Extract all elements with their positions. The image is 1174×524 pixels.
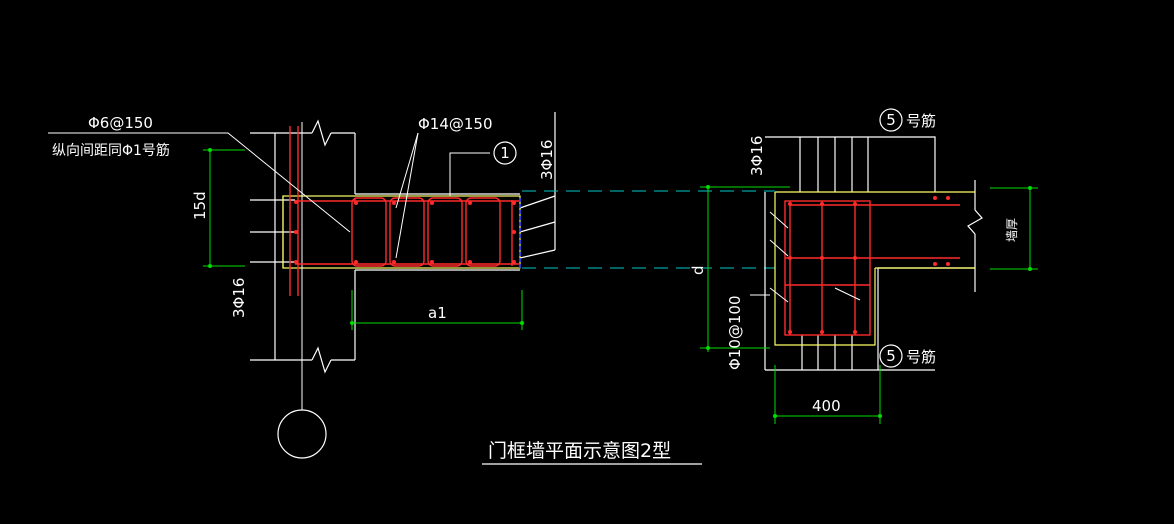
bottom-bars-left-label: 3Φ16 [230,278,248,318]
bar5-top-text: 号筋 [906,112,936,130]
stirrup-spec-label: Φ6@150 [88,114,153,132]
right-rebars [784,200,960,336]
bar5-bottom-number: 5 [886,347,896,365]
dim-400-label: 400 [812,397,841,415]
dim-ticks-left [208,148,524,325]
dims-right [700,186,1038,424]
drawing-title: 门框墙平面示意图2型 [488,440,671,462]
wall-outline [355,112,556,271]
right-hooks [750,211,861,303]
rebar-dots-left [294,200,516,264]
axis-bubble [277,409,327,459]
dim-ticks-right [706,185,1032,418]
right-rebar-dots [788,196,950,334]
axis-dashes [522,190,775,269]
right-detail [700,108,1038,424]
bar5-top-circle [879,108,903,132]
top-bars-right-label: 3Φ16 [748,136,766,176]
leaders-left [48,132,490,259]
wall-stirrups [351,197,513,267]
column-vertical-bars [289,126,299,296]
wall-horizontal-bars [295,199,520,265]
column-outline [250,119,356,374]
dim-d-label: d [689,265,707,275]
bar-callout-circle [493,141,517,165]
anchor-length-label: 15d [191,191,209,220]
bar-spacing-label: Φ14@150 [418,115,493,133]
bar-callout-number: 1 [500,144,510,162]
stirrup-note-label: 纵向间距同Φ1号筋 [52,142,170,159]
dim-a1-label: a1 [428,304,447,322]
dims-left [203,149,523,330]
stirrup-right-label: Φ10@100 [726,295,744,370]
right-concrete-edge [774,191,975,346]
bar5-bottom-circle [879,344,903,368]
right-outline [764,136,983,371]
left-detail [48,112,556,459]
bar5-bottom-text: 号筋 [906,348,936,366]
top-bars-left-label: 3Φ16 [538,140,556,180]
wall-thickness-label: 墙厚 [1005,218,1019,242]
bar5-top-number: 5 [886,111,896,129]
